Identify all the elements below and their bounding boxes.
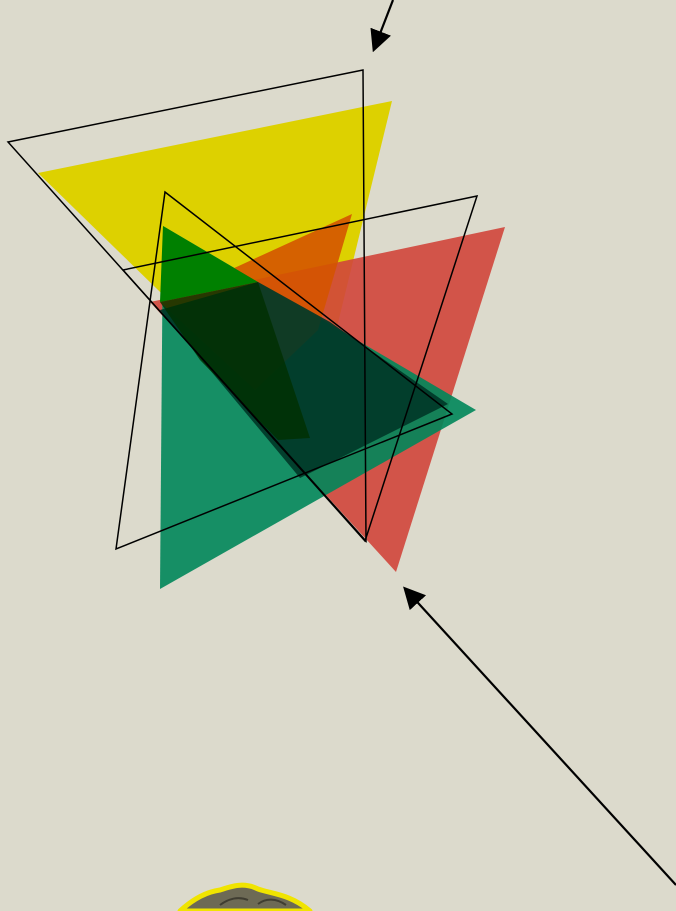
bottom-arrow [409,593,676,885]
top-arrow [376,0,393,44]
